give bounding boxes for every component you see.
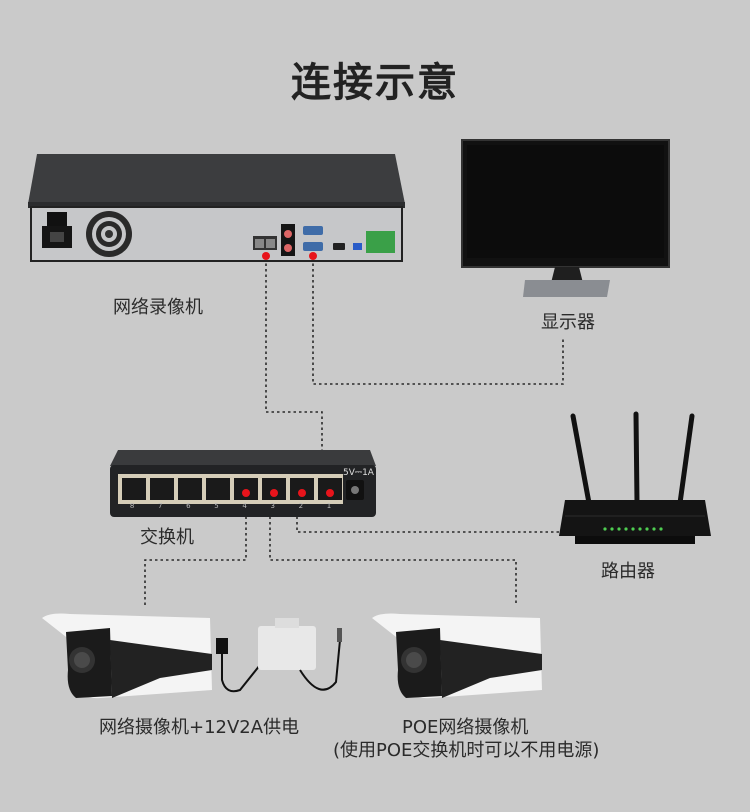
wire-nvr-to-switch (265, 258, 323, 478)
camera-poe-label-line1: POE网络摄像机 (402, 717, 529, 738)
wire-switch-to-camera-dc (144, 500, 247, 605)
nvr-device (28, 154, 405, 262)
nvr-vga-connection-dot (309, 252, 317, 260)
camera-dc-label: 网络摄像机+12V2A供电 (99, 717, 300, 738)
switch-label: 交换机 (140, 527, 194, 548)
monitor-label: 显示器 (541, 312, 595, 333)
router-device (559, 411, 711, 544)
wire-switch-to-camera-poe (269, 500, 517, 605)
nvr-lan-connection-dot (262, 252, 270, 260)
diagram-title: 连接示意 (291, 60, 459, 106)
port-number: 8 (129, 502, 135, 510)
monitor-device (461, 139, 670, 297)
port-number: 7 (157, 502, 163, 510)
port-number: 5 (214, 502, 219, 510)
port-number: 1 (326, 502, 332, 510)
camera-dc-device (42, 613, 342, 699)
wire-nvr-to-monitor (312, 258, 564, 385)
port-number: 2 (298, 502, 304, 510)
port-number: 6 (186, 502, 191, 510)
camera-poe-label-line2: (使用POE交换机时可以不用电源) (333, 740, 600, 761)
router-label: 路由器 (601, 561, 655, 582)
switch-port-numbers: 8 7 6 5 4 3 2 1 (118, 502, 343, 510)
switch-power-spec: 5V⎓1A (343, 468, 374, 478)
nvr-label: 网络录像机 (113, 297, 203, 318)
camera-poe-device (372, 613, 542, 699)
port-number: 4 (242, 502, 247, 510)
switch-device (110, 450, 376, 517)
port-number: 3 (270, 502, 275, 510)
switch-connected-port-dots (242, 489, 334, 497)
